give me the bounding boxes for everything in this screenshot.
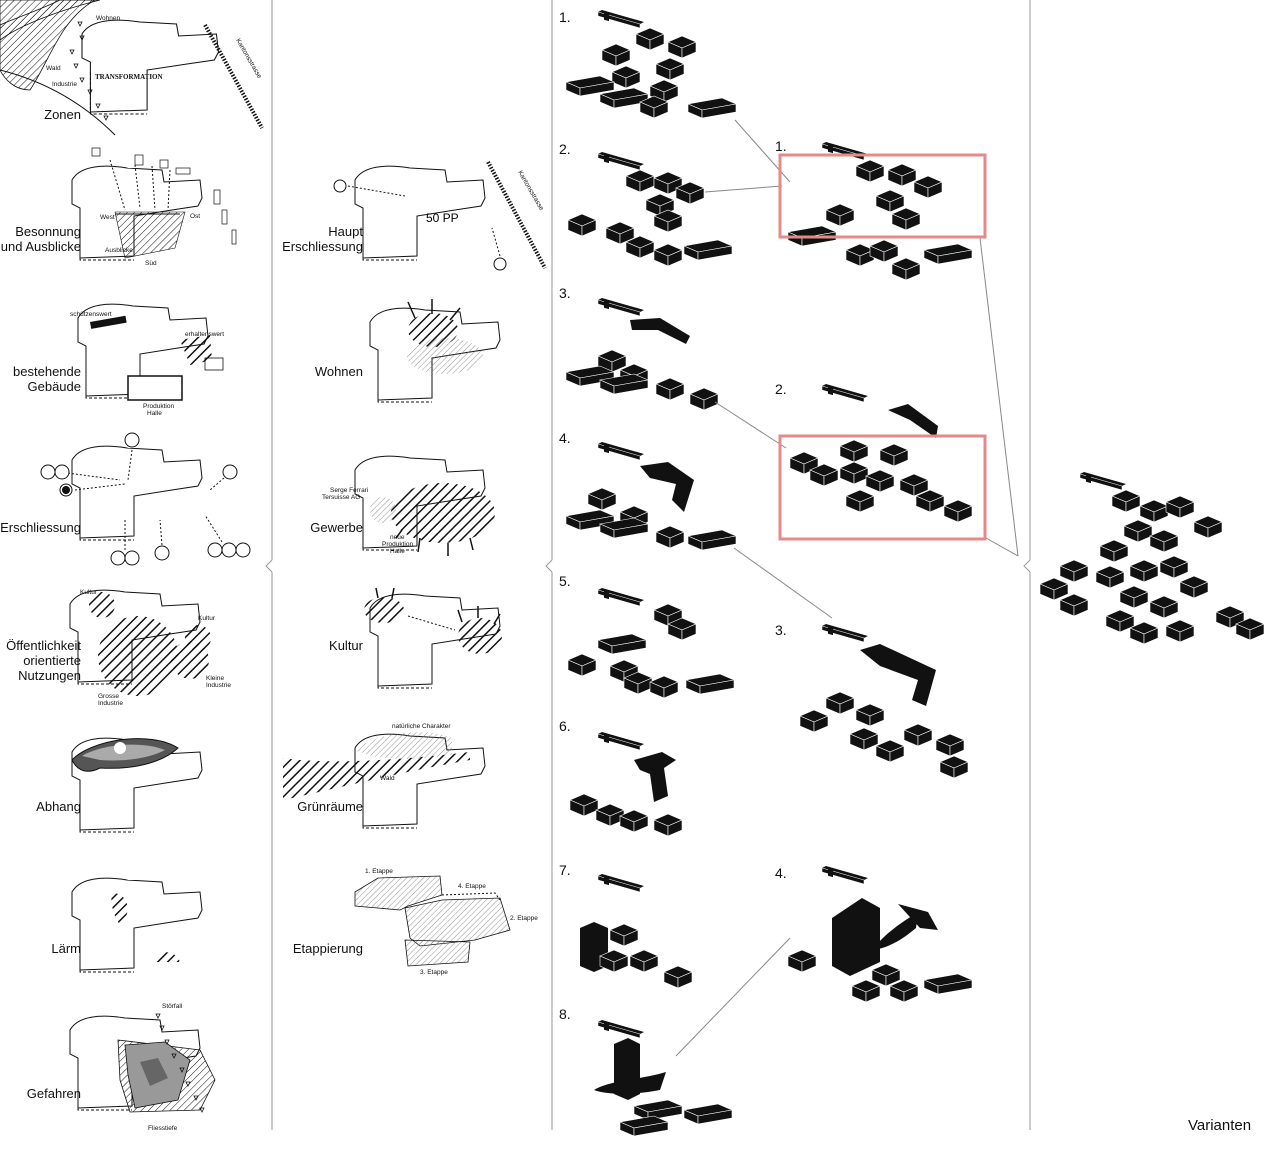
final-synthesis [1039, 471, 1265, 645]
variant-4-1 [787, 141, 973, 281]
gruen-natur-label: natürliche Charakter [392, 723, 451, 730]
highlight-variant-1 [778, 153, 987, 239]
label-erschliessung: Erschliessung [0, 520, 81, 535]
label-kultur: Kultur [329, 638, 363, 653]
variant-3-number-3: 3. [559, 285, 571, 301]
variant-3-2 [567, 151, 733, 267]
besonnung-ausblicke-label: Ausblicke [105, 247, 133, 254]
variant-3-number-8: 8. [559, 1006, 571, 1022]
variants-column-3 [565, 9, 737, 1137]
variant-3-number-2: 2. [559, 141, 571, 157]
gefahren-stoerfall-label: Störfall [162, 1003, 183, 1010]
oeff-kultur2-label: Kultur [198, 615, 216, 622]
haupt-street-label: Kantonsstrasse [516, 170, 545, 213]
variant-3-3 [565, 297, 719, 411]
gefahren-fliesstiefe-label: Fliesstiefe [148, 1125, 178, 1132]
variants-column-4 [787, 141, 973, 1003]
variant-4-4 [787, 865, 973, 1003]
gruen-diagram: natürliche Charakter Wald [283, 723, 486, 829]
label-gruen: Grünräume [297, 799, 363, 814]
etappe-1-label: 1. Etappe [365, 868, 393, 875]
etappe-3-label: 3. Etappe [420, 969, 448, 976]
etappe-4-label: 4. Etappe [458, 883, 486, 890]
kultur-diagram [364, 587, 502, 689]
gebaeude-schuetzenswert-label: schützenswert [70, 311, 112, 318]
variant-4-number-3: 3. [775, 622, 787, 638]
label-wohnen: Wohnen [314, 364, 363, 379]
gebaeude-erhaltenswert-label: erhaltenswert [185, 331, 224, 338]
haupt-pp-label: 50 PP [426, 211, 459, 225]
label-gebaeude: bestehende Gebäude [13, 364, 81, 394]
label-gefahren: Gefahren [26, 1086, 81, 1101]
variant-4-number-1: 1. [775, 138, 787, 154]
variant-3-number-1: 1. [559, 9, 571, 25]
zonen-wohnen-label: Wohnen [96, 15, 120, 22]
laerm-diagram [71, 877, 203, 973]
label-gewerbe: Gewerbe [310, 520, 363, 535]
abhang-diagram [71, 737, 203, 833]
page-title: Varianten [1188, 1117, 1252, 1134]
highlight-boxes [778, 153, 987, 541]
haupt-diagram: 50 PP Kantonsstrasse [333, 161, 547, 271]
variant-3-8 [594, 1019, 733, 1137]
besonnung-west-label: West [100, 214, 115, 221]
label-besonnung: Besonnung und Ausblicke [0, 224, 81, 254]
variant-3-number-5: 5. [559, 573, 571, 589]
erschliessung-diagram [40, 432, 251, 566]
variant-3-7 [580, 873, 693, 989]
label-etappierung: Etappierung [292, 941, 363, 956]
zonen-industrie-label: Industrie [52, 81, 77, 88]
label-haupt: Haupt Erschliessung [282, 224, 363, 254]
zonen-street-label: Kantonsstrasse [234, 38, 263, 81]
highlight-variant-2 [778, 434, 987, 541]
gefahren-diagram: Störfall Fliesstiefe [69, 1003, 216, 1132]
besonnung-diagram: West Ost Süd Ausblicke [71, 147, 237, 267]
variant-3-5 [567, 587, 735, 699]
column-dividers [265, 0, 1031, 1130]
variant-3-4 [565, 441, 737, 551]
variant-4-3 [799, 623, 969, 779]
etappierung-diagram: 1. Etappe 4. Etappe 2. Etappe 3. Etappe [354, 868, 538, 976]
zonen-wald-label: Wald [46, 65, 61, 72]
oeff-kultur1-label: Kultur [80, 589, 98, 596]
zonen-transformation-label: TRANSFORMATION [95, 73, 163, 81]
etappe-2-label: 2. Etappe [510, 915, 538, 922]
variant-3-6 [569, 731, 683, 837]
variant-4-number-4: 4. [775, 865, 787, 881]
label-abhang: Abhang [36, 799, 81, 814]
variant-4-number-2: 2. [775, 381, 787, 397]
label-laerm: Lärm [51, 941, 81, 956]
besonnung-ost-label: Ost [190, 213, 200, 220]
besonnung-sud-label: Süd [145, 260, 157, 267]
variant-3-1 [565, 9, 737, 119]
wohnen-diagram [369, 299, 501, 403]
gruen-wald-label: Wald [380, 775, 395, 782]
variant-4-2 [789, 383, 973, 523]
variant-3-number-4: 4. [559, 430, 571, 446]
label-zonen: Zonen [44, 107, 81, 122]
connector-lines [675, 119, 1019, 1057]
variant-3-number-6: 6. [559, 718, 571, 734]
variant-3-number-7: 7. [559, 862, 571, 878]
label-oeffentlichkeit: Öffentlichkeit orientierte Nutzungen [6, 638, 81, 683]
